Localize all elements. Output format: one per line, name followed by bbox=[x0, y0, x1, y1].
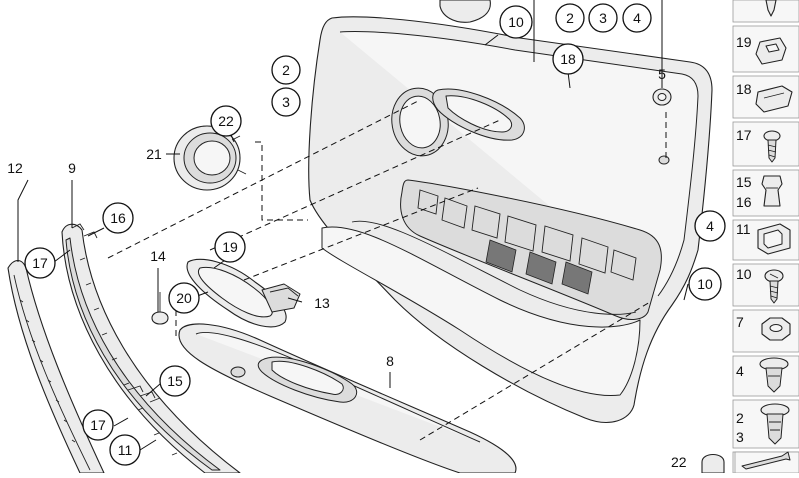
callout-circle-3-top: 3 bbox=[588, 3, 618, 33]
armrest-8 bbox=[178, 323, 517, 474]
callout-circle-17-a: 17 bbox=[24, 247, 56, 279]
label-9: 9 bbox=[68, 160, 76, 176]
callout-label: 16 bbox=[110, 210, 126, 226]
trim-strip-12 bbox=[7, 259, 105, 474]
callout-circle-16: 16 bbox=[102, 202, 134, 234]
callout-label: 4 bbox=[706, 218, 714, 234]
callout-circle-20: 20 bbox=[168, 282, 200, 314]
callout-label: 22 bbox=[218, 113, 234, 129]
callout-label: 17 bbox=[32, 255, 48, 271]
callout-label: 10 bbox=[697, 276, 713, 292]
callout-label: 3 bbox=[282, 94, 290, 110]
screw-partial-icon bbox=[765, 0, 777, 17]
trim-clip-icon bbox=[755, 85, 793, 113]
legend-label-22: 22 bbox=[671, 454, 687, 470]
legend-label-19: 19 bbox=[736, 34, 752, 50]
callout-circle-4-right: 4 bbox=[694, 210, 726, 242]
callout-label: 2 bbox=[282, 62, 290, 78]
callout-circle-15: 15 bbox=[159, 365, 191, 397]
callout-label: 4 bbox=[633, 10, 641, 26]
legend-label-2: 2 bbox=[736, 410, 744, 426]
top-speaker-partial bbox=[439, 0, 491, 23]
callout-label: 11 bbox=[118, 442, 133, 458]
callout-label: 3 bbox=[599, 10, 607, 26]
screw-5 bbox=[652, 88, 672, 106]
label-21: 21 bbox=[146, 146, 162, 162]
callout-label: 20 bbox=[176, 290, 192, 306]
callout-label: 19 bbox=[222, 239, 238, 255]
legend-label-16: 16 bbox=[736, 194, 752, 210]
speaker-bracket-13 bbox=[186, 258, 301, 328]
cap-icon bbox=[701, 453, 725, 474]
fastener-legend bbox=[701, 0, 799, 474]
callout-label: 2 bbox=[566, 10, 574, 26]
legend-label-17: 17 bbox=[736, 127, 752, 143]
callout-label: 18 bbox=[560, 51, 576, 67]
callout-circle-10-right: 10 bbox=[688, 267, 722, 301]
callout-circle-4-top: 4 bbox=[622, 3, 652, 33]
clip-14 bbox=[151, 292, 169, 325]
push-clip-icon bbox=[759, 357, 789, 393]
arrow-icon bbox=[741, 451, 791, 470]
speaker-21 bbox=[173, 125, 247, 191]
legend-label-3: 3 bbox=[736, 429, 744, 445]
label-13: 13 bbox=[314, 295, 330, 311]
hex-nut-icon bbox=[761, 317, 791, 341]
callout-circle-17-b: 17 bbox=[82, 409, 114, 441]
callout-label: 15 bbox=[167, 373, 183, 389]
legend-label-4: 4 bbox=[736, 363, 744, 379]
callout-circle-19: 19 bbox=[214, 231, 246, 263]
label-12: 12 bbox=[7, 160, 23, 176]
legend-label-11: 11 bbox=[736, 221, 751, 237]
label-14: 14 bbox=[150, 248, 166, 264]
screw-icon bbox=[763, 130, 781, 163]
callout-circle-2-top: 2 bbox=[555, 3, 585, 33]
spring-clip-icon bbox=[757, 223, 791, 255]
legend-label-15: 15 bbox=[736, 174, 752, 190]
expanding-rivet-icon bbox=[761, 175, 783, 207]
label-8: 8 bbox=[386, 353, 394, 369]
callout-circle-22: 22 bbox=[210, 105, 242, 137]
callout-circle-10-top: 10 bbox=[499, 5, 533, 39]
callout-circle-18: 18 bbox=[552, 43, 584, 75]
legend-label-18: 18 bbox=[736, 81, 752, 97]
callout-circle-11: 11 bbox=[109, 434, 141, 466]
assembly-lines bbox=[107, 99, 667, 441]
legend-label-10: 10 bbox=[736, 266, 752, 282]
trim-clip-long-icon bbox=[760, 403, 790, 445]
callout-label: 10 bbox=[508, 14, 524, 30]
callout-label: 17 bbox=[90, 417, 106, 433]
fillister-screw-icon bbox=[764, 269, 784, 304]
door-panel-18 bbox=[308, 16, 713, 423]
label-5: 5 bbox=[658, 66, 666, 82]
trim-strip-9 bbox=[61, 223, 241, 474]
legend-label-7: 7 bbox=[736, 314, 744, 330]
callout-circle-2-left: 2 bbox=[271, 55, 301, 85]
callout-circle-3-left: 3 bbox=[271, 87, 301, 117]
